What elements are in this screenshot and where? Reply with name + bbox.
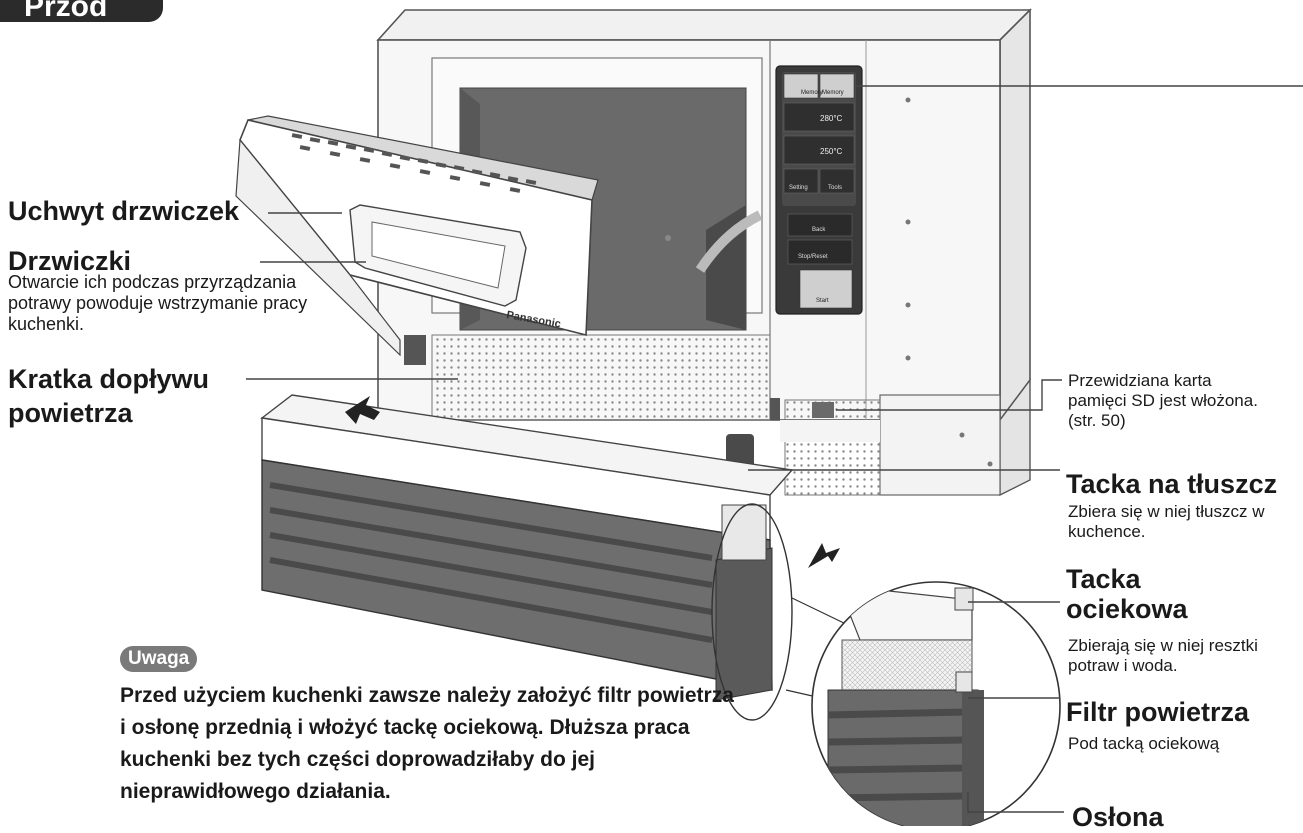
magnified-detail [812,582,1060,826]
label-sd-card: Przewidziana karta pamięci SD jest włożo… [1068,371,1258,431]
label-drip-tray-desc: Zbierają się w niej resztki potraw i wod… [1068,636,1303,676]
panel-temp-1: 280°C [820,114,843,123]
label-grease-tray-title: Tacka na tłuszcz [1066,469,1277,500]
label-drip-tray-title: Tacka ociekowa [1066,564,1188,624]
sd-card-slot [812,402,834,418]
panel-btn-stop: Stop/Reset [798,254,828,260]
label-drip-tray-line2: ociekowa [1066,594,1188,624]
note-label: Uwaga [120,646,197,672]
label-air-intake-line2: powietrza [8,396,209,430]
control-panel: Memory Memory 280°C 250°C Setting Tools … [776,66,862,314]
panel-btn-tools: Tools [828,185,842,191]
label-air-filter-desc: Pod tacką ociekową [1068,734,1219,754]
label-air-intake: Kratka dopływu powietrza [8,362,209,430]
panel-btn-back: Back [812,227,826,233]
panel-btn-memory-1: Memory [801,90,823,96]
label-drip-tray-line1: Tacka [1066,564,1188,594]
label-air-intake-line1: Kratka dopływu [8,362,209,396]
note-text: Przed użyciem kuchenki zawsze należy zał… [120,680,740,808]
label-door-desc: Otwarcie ich podczas przyrządzania potra… [8,272,348,335]
label-door-handle: Uchwyt drzwiczek [8,196,239,227]
panel-temp-2: 250°C [820,147,843,156]
panel-btn-memory-2: Memory [822,90,844,96]
front-cover [262,395,792,700]
panel-btn-start: Start [816,298,829,304]
panel-btn-setting: Setting [789,185,808,191]
label-front-cover-title: Osłona [1072,802,1164,833]
label-grease-tray-desc: Zbiera się w niej tłuszcz w kuchence. [1068,502,1268,542]
section-badge: Przód [0,0,163,22]
label-air-filter-title: Filtr powietrza [1066,697,1249,728]
